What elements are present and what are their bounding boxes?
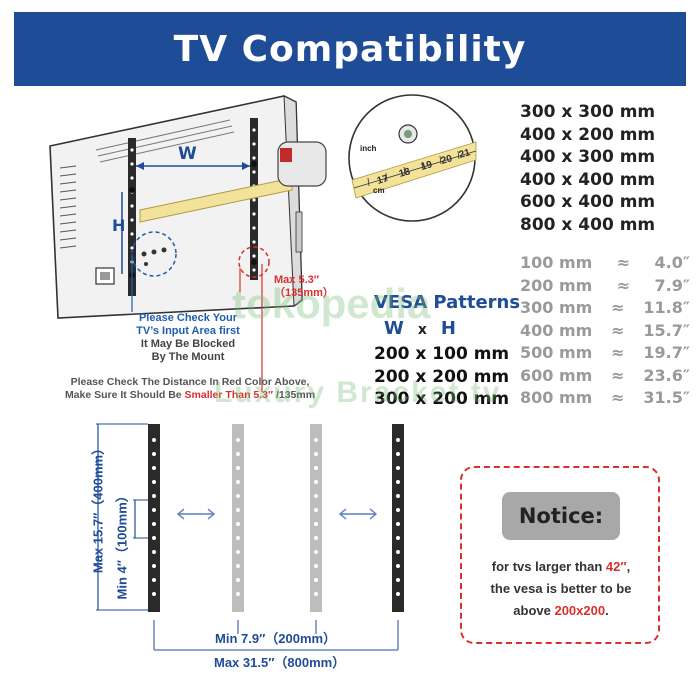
ruler-number: 20 <box>440 153 454 167</box>
tape-zoom-circle: 17 18 19 20 21 <box>348 94 477 222</box>
bottom-bracket-diagram <box>96 423 404 651</box>
tv-vents-left <box>59 165 77 249</box>
list-item: 200 mm≈7.9″ <box>520 275 690 295</box>
notice-text: for tvs larger than 42″, the vesa is bet… <box>490 559 632 618</box>
list-item: 500 mm≈19.7″ <box>520 343 690 362</box>
watermark-store: Luxury Bracket tv <box>214 376 502 409</box>
ruler-number: 21 <box>458 147 472 161</box>
min-width-label: Min 7.9″（200mm） <box>215 631 337 646</box>
input-area-highlight <box>131 231 177 277</box>
list-item: 200 x 100 mm <box>374 344 510 364</box>
list-item: 600 mm≈23.6″ <box>520 365 690 385</box>
measuring-tape <box>139 177 293 223</box>
mount-bar-right <box>250 118 258 280</box>
list-item: 800 x 400 mm <box>520 214 656 235</box>
bracket-bar-black-right <box>392 424 404 612</box>
ruler-number: 18 <box>398 166 412 180</box>
page-title: TV Compatibility <box>173 28 527 70</box>
notice-title: Notice: <box>502 492 620 540</box>
notice-box: Notice: for tvs larger than 42″, the ves… <box>460 466 660 644</box>
power-socket <box>95 267 115 285</box>
check-input-note: Please Check Your TV’s Input Area first … <box>136 312 240 363</box>
watermark-tokopedia: tokopedia <box>232 280 431 327</box>
tv-vents-top <box>95 119 235 163</box>
max-width-label: Max 31.5″（800mm） <box>214 655 346 670</box>
supported-sizes-list: 300 x 300 mm 400 x 200 mm 400 x 300 mm 4… <box>520 101 655 236</box>
bracket-holes <box>152 438 400 596</box>
list-item: 600 x 400 mm <box>520 192 656 212</box>
bracket-bar-grey-right <box>310 424 322 612</box>
list-item: 200 x 200 mm <box>374 366 510 387</box>
list-item: 400 x 300 mm <box>520 147 656 167</box>
list-item: 300 x 300 mm <box>520 102 656 122</box>
check-distance-note: Please Check The Distance In Red Color A… <box>64 376 316 401</box>
bracket-bar-grey-left <box>232 424 244 612</box>
height-label: H <box>112 216 126 235</box>
list-item: 400 mm≈15.7″ <box>520 320 690 340</box>
vesa-patterns-title: VESA Patterns <box>374 292 521 313</box>
max-height-label: Max 15.7″（400mm） <box>90 441 106 574</box>
list-item: 400 x 400 mm <box>520 169 656 190</box>
vesa-sizes-list: 200 x 100 mm 200 x 200 mm 300 x 200 mm <box>374 343 509 411</box>
list-item: 800 mm≈31.5″ <box>520 388 690 407</box>
list-item: 300 x 200 mm <box>374 389 510 409</box>
mount-bar-left <box>128 138 136 296</box>
list-item: 400 x 200 mm <box>520 124 656 145</box>
list-item: 100 mm≈4.0″ <box>520 253 690 272</box>
tape-measure-case <box>277 141 327 187</box>
title-banner: TV Compatibility <box>14 12 686 86</box>
mm-inch-conversion-list: 100 mm≈4.0″ 200 mm≈7.9″ 300 mm≈11.8″ 400… <box>520 252 690 410</box>
cm-label: cm <box>373 186 385 195</box>
inch-label: inch <box>360 144 377 153</box>
bracket-bar-black-left <box>148 424 160 612</box>
list-item: 300 mm≈11.8″ <box>520 298 690 317</box>
distance-highlight <box>238 246 270 278</box>
width-label: W <box>178 144 197 164</box>
min-height-label: Min 4″（100mm） <box>114 489 130 600</box>
ruler-number: 17 <box>376 173 390 187</box>
max-distance-label: Max 5.3″ （135mm） <box>274 274 334 299</box>
double-arrow-icon <box>176 508 378 520</box>
ruler-number: 19 <box>420 159 434 173</box>
